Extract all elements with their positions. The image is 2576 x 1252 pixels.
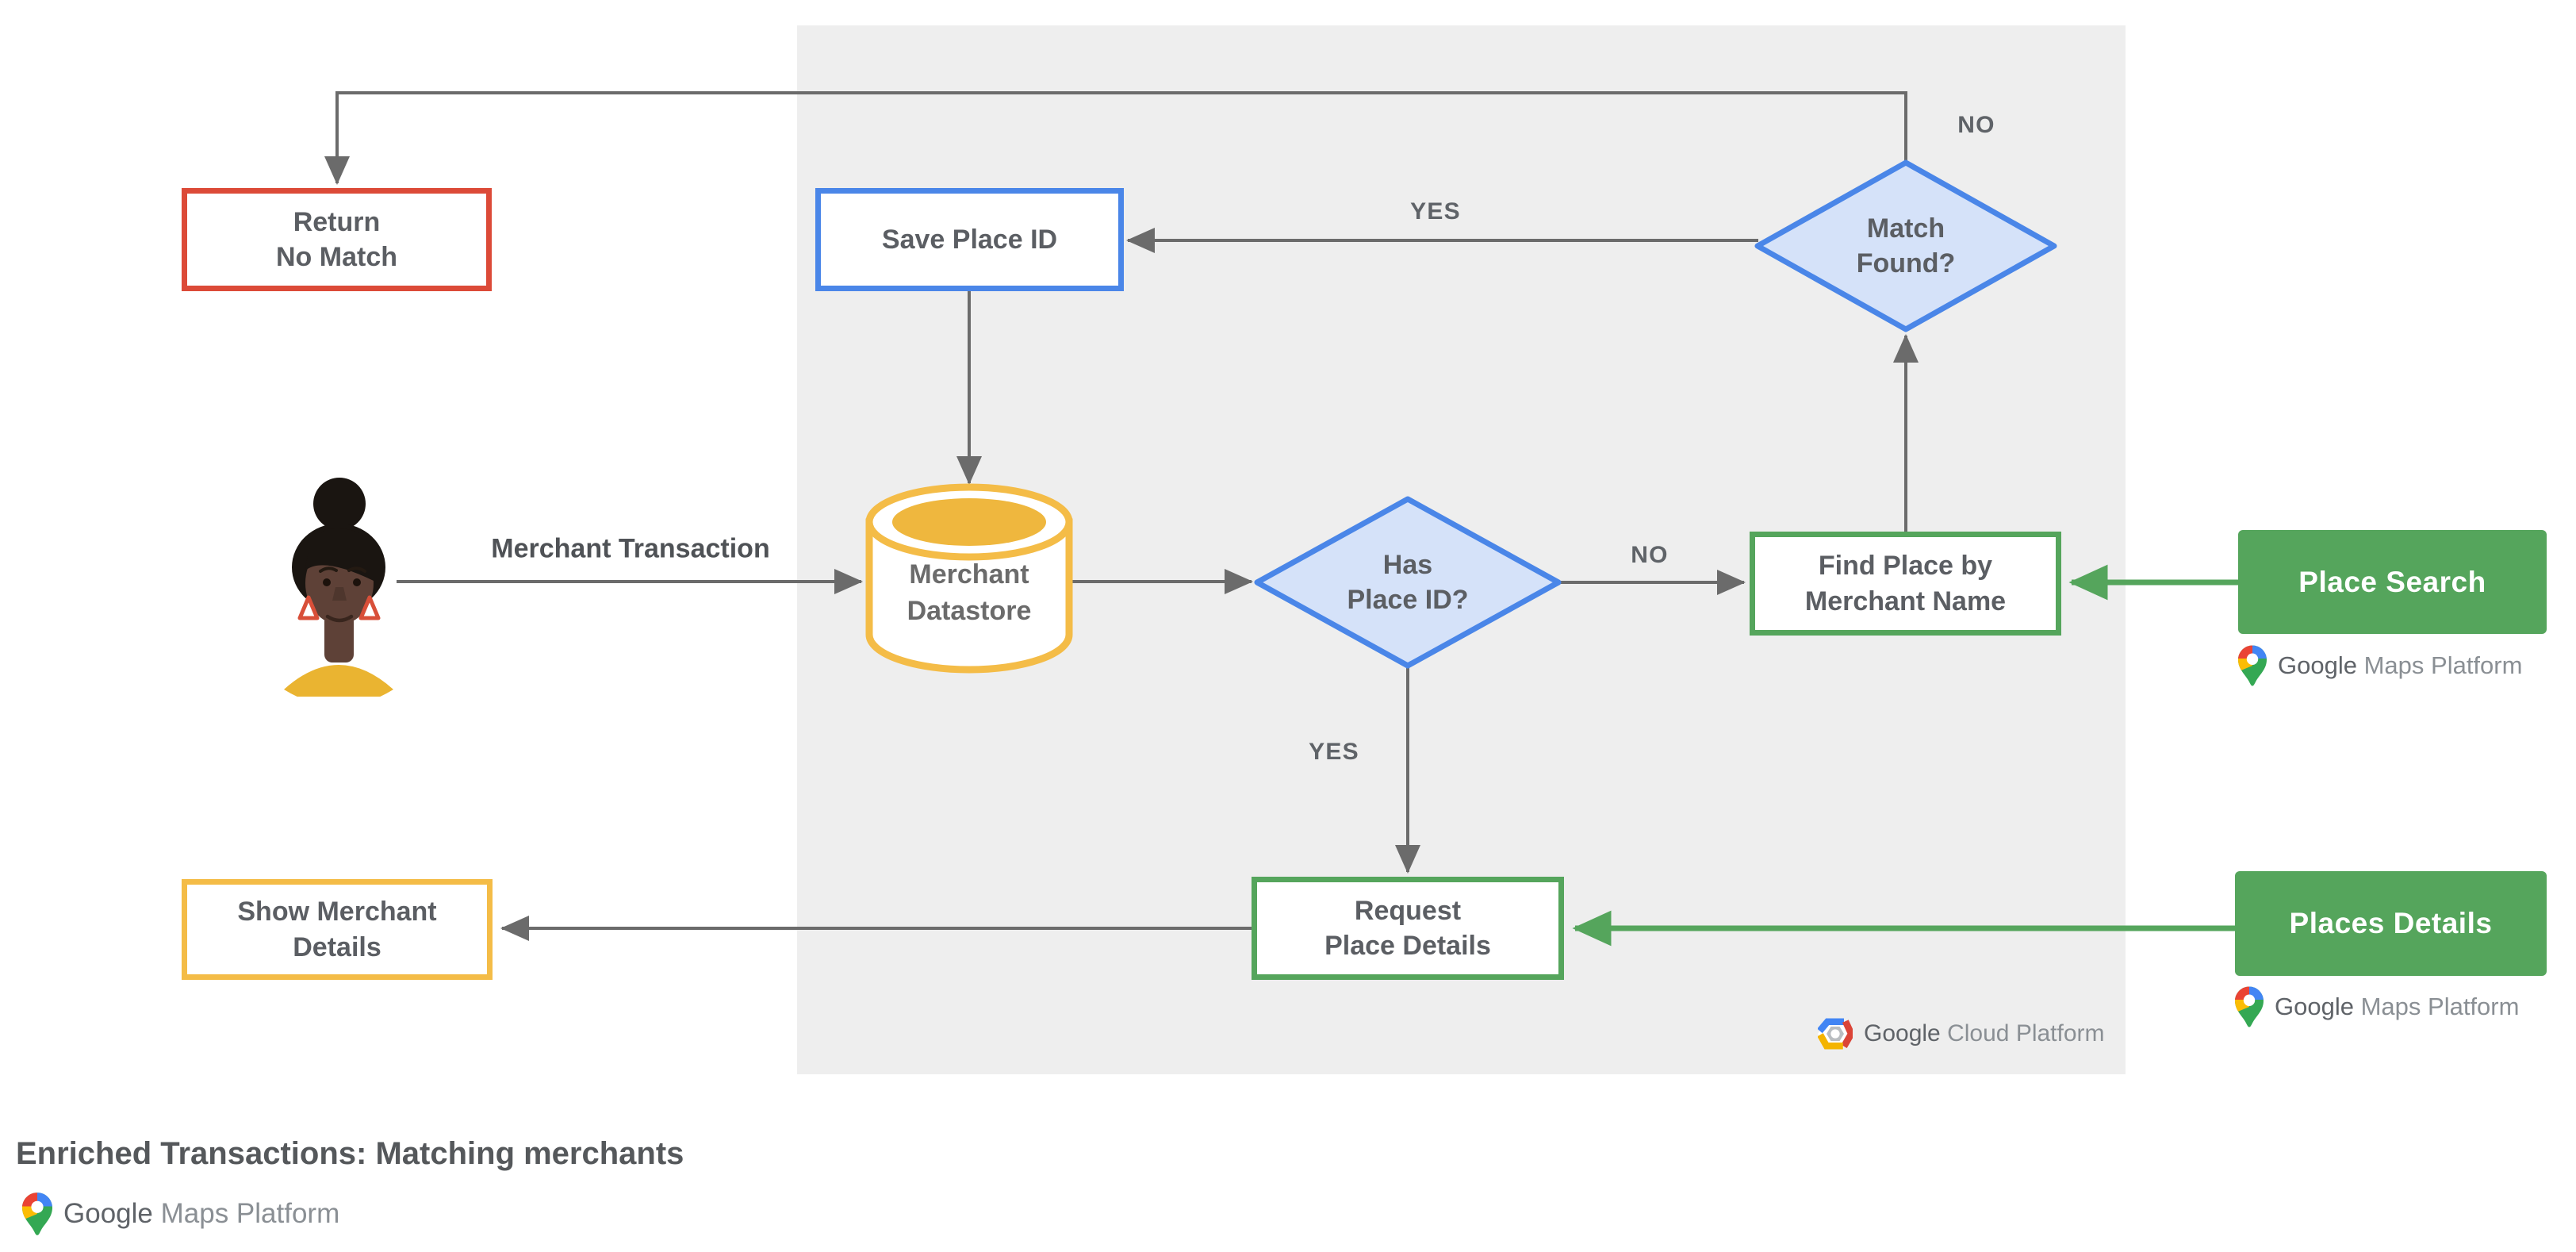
gcp-hexagon-icon	[1818, 1018, 1853, 1050]
request-place-details-box: Request Place Details	[1252, 877, 1564, 980]
footer-maps-platform-logo: Google Maps Platform	[22, 1190, 339, 1238]
show-merchant-details-box: Show Merchant Details	[182, 879, 493, 980]
brand-google-word: Google	[1864, 1020, 1941, 1047]
gcp-logo-text: Google Cloud Platform	[1864, 1020, 2105, 1047]
datastore-cylinder-body	[865, 518, 1073, 674]
has-place-id-no-label: NO	[1631, 542, 1669, 568]
brand-google-word: Google	[63, 1198, 153, 1229]
match-found-label: Match Found?	[1856, 213, 1956, 278]
merchant-transaction-label: Merchant Transaction	[491, 533, 770, 564]
match-found-diamond	[1754, 159, 2057, 332]
diagram-title: Enriched Transactions: Matching merchant…	[16, 1136, 684, 1171]
brand-caption-text: Google Maps Platform	[2275, 993, 2519, 1021]
merchant-user-avatar	[279, 470, 398, 706]
brand-product-word: Cloud Platform	[1947, 1020, 2105, 1047]
person-icon	[284, 478, 393, 706]
has-place-id-diamond	[1254, 496, 1562, 669]
merchant-datastore-label: Merchant Datastore	[907, 559, 1032, 626]
save-place-id-box: Save Place ID	[815, 188, 1124, 291]
datastore-cylinder-top-inner	[892, 498, 1046, 546]
find-place-by-merchant-name-box: Find Place by Merchant Name	[1750, 532, 2061, 636]
match-found-no-label: NO	[1957, 112, 1995, 138]
brand-google-word: Google	[2275, 993, 2354, 1020]
places-details-brand-caption: Google Maps Platform	[2235, 984, 2519, 1030]
brand-product-word: Maps Platform	[160, 1198, 340, 1229]
google-cloud-platform-logo: Google Cloud Platform	[1818, 1017, 2105, 1050]
brand-caption-text: Google Maps Platform	[63, 1198, 339, 1230]
match-found-yes-label: YES	[1410, 198, 1461, 225]
maps-pin-icon	[2235, 986, 2264, 1027]
maps-pin-icon	[2238, 645, 2267, 686]
edge-match-no-to-return	[324, 91, 1907, 185]
brand-google-word: Google	[2278, 651, 2357, 679]
place-search-api-box: Place Search	[2238, 530, 2547, 634]
brand-caption-text: Google Maps Platform	[2278, 651, 2522, 680]
return-no-match-box: Return No Match	[182, 188, 492, 291]
has-place-id-label: Has Place ID?	[1347, 549, 1469, 615]
places-details-api-box: Places Details	[2235, 871, 2547, 976]
maps-pin-icon	[22, 1192, 52, 1235]
has-place-id-yes-label: YES	[1309, 739, 1359, 765]
brand-product-word: Maps Platform	[2360, 993, 2520, 1020]
place-search-brand-caption: Google Maps Platform	[2238, 643, 2522, 689]
brand-product-word: Maps Platform	[2363, 651, 2523, 679]
